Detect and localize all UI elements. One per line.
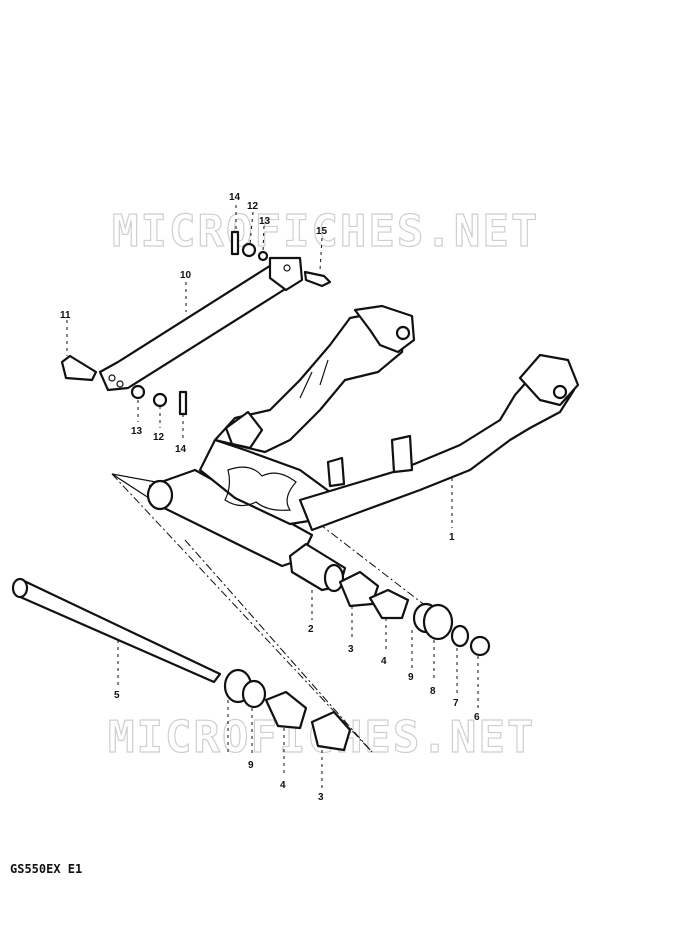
pivot-shaft-drawing	[11, 577, 222, 684]
callout-13: 13	[131, 426, 143, 437]
left-side-parts	[223, 668, 352, 752]
callout-5: 5	[114, 690, 120, 701]
callout-3: 3	[348, 644, 354, 655]
callout-7: 7	[453, 698, 459, 709]
callout-13: 13	[259, 216, 271, 227]
callout-3: 3	[318, 792, 324, 803]
watermark-top: MICROFICHES.NET	[112, 206, 539, 257]
footer-model-code: GS550EX E1	[10, 862, 83, 876]
callout-12: 12	[153, 432, 165, 443]
callout-14: 14	[175, 444, 187, 455]
callout-8: 8	[430, 686, 436, 697]
callout-12: 12	[247, 201, 259, 212]
callout-9: 9	[248, 760, 254, 771]
callout-4: 4	[381, 656, 387, 667]
swingarm-drawing	[146, 304, 580, 593]
callout-15: 15	[316, 226, 328, 237]
callout-10: 10	[180, 270, 192, 281]
callout-9: 9	[408, 672, 414, 683]
callout-2: 2	[308, 624, 314, 635]
callout-4: 4	[280, 780, 286, 791]
callout-6: 6	[474, 712, 480, 723]
callout-14: 14	[229, 192, 241, 203]
leader-lines	[66, 205, 479, 788]
callout-1: 1	[449, 532, 455, 543]
torque-link-drawing	[60, 230, 332, 416]
callout-labels: 1 2 3 3 4 4 5 6 7 8 9 9 10 11 12 12 13 1…	[60, 192, 480, 803]
right-side-parts	[338, 570, 491, 657]
callout-11: 11	[60, 310, 71, 321]
